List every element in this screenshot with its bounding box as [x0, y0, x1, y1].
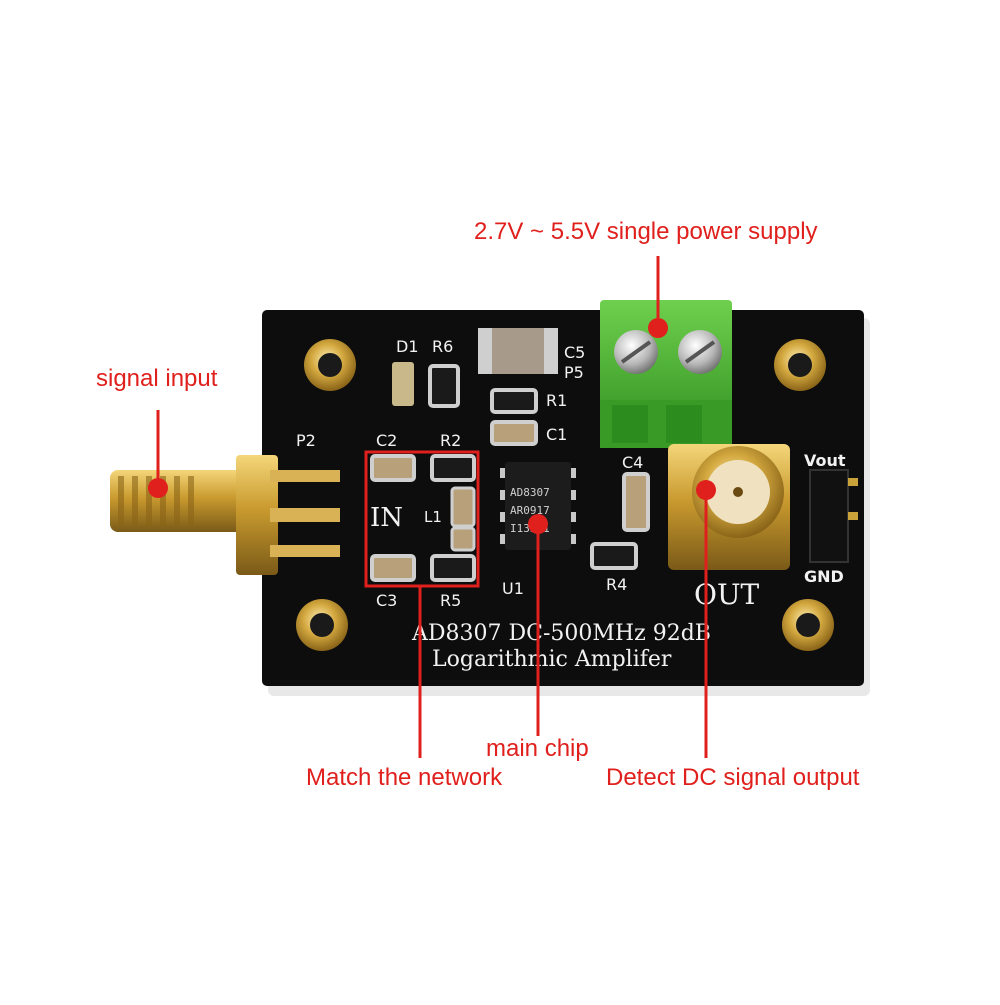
label-r6: R6	[432, 337, 453, 356]
sma-input-connector	[110, 455, 340, 575]
callout-dc-output: Detect DC signal output	[606, 764, 860, 791]
label-out: OUT	[694, 578, 760, 611]
match-network-box	[364, 450, 480, 588]
label-r4: R4	[606, 575, 627, 594]
smd-components	[370, 362, 650, 582]
label-d1: D1	[396, 337, 419, 356]
capacitor-c5	[478, 328, 558, 374]
label-r5: R5	[440, 591, 461, 610]
label-u1: U1	[502, 579, 524, 598]
pin-header	[809, 469, 858, 563]
callout-match-network: Match the network	[306, 764, 503, 791]
callout-pointers	[148, 256, 716, 758]
label-in: IN	[370, 503, 403, 533]
mounting-hole-bottom-left	[296, 599, 348, 651]
label-p5: P5	[564, 363, 584, 382]
label-c1: C1	[546, 425, 567, 444]
label-c5: C5	[564, 343, 585, 362]
label-c4: C4	[622, 453, 643, 472]
chip-mark-line1: AD8307	[510, 486, 550, 499]
label-r1: R1	[546, 391, 567, 410]
sma-output-connector	[668, 444, 790, 570]
callout-main-chip: main chip	[486, 735, 589, 762]
main-chip	[500, 462, 576, 550]
label-c3: C3	[376, 591, 397, 610]
label-c2: C2	[376, 431, 397, 450]
mounting-hole-top-left	[304, 339, 356, 391]
board-title-line2: Logarithmic Amplifer	[432, 647, 672, 672]
mounting-hole-top-right	[774, 339, 826, 391]
chip-mark-line2: AR0917	[510, 504, 550, 517]
callout-power-supply: 2.7V ~ 5.5V single power supply	[474, 218, 818, 245]
label-gnd: GND	[804, 567, 844, 586]
label-vout: Vout	[804, 451, 846, 470]
mounting-hole-bottom-right	[782, 599, 834, 651]
label-p2: P2	[296, 431, 316, 450]
label-r2: R2	[440, 431, 461, 450]
power-terminal-block	[600, 300, 732, 448]
callout-signal-input: signal input	[96, 365, 218, 392]
board-title-line1: AD8307 DC-500MHz 92dB	[411, 621, 711, 646]
label-l1: L1	[424, 508, 442, 526]
